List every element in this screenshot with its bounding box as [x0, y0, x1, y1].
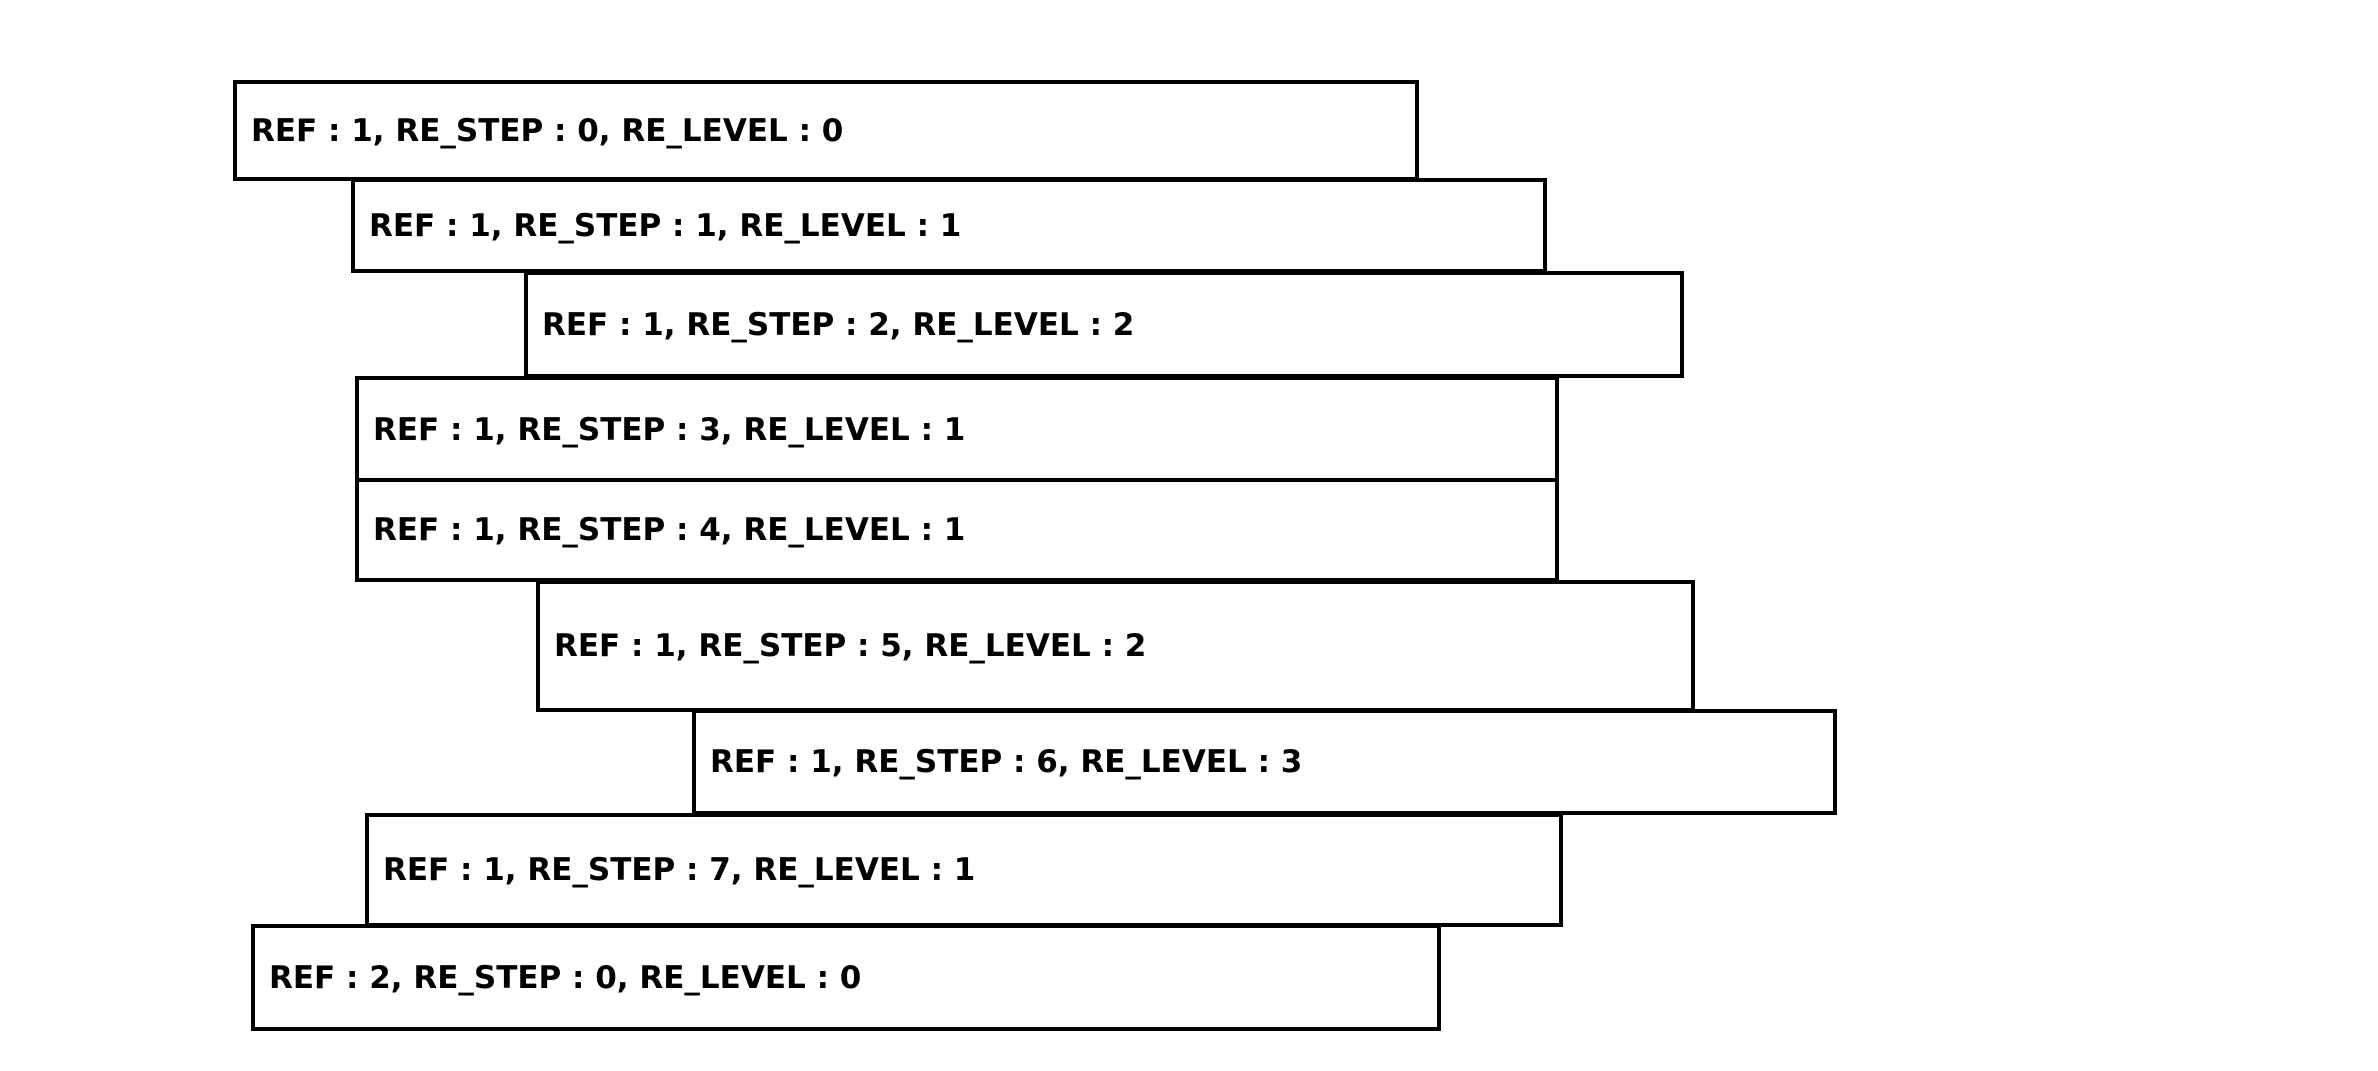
step-box-ref1-step6: REF : 1, RE_STEP : 6, RE_LEVEL : 3: [692, 709, 1837, 815]
step-box-ref1-step4: REF : 1, RE_STEP : 4, RE_LEVEL : 1: [355, 478, 1559, 582]
step-box-label: REF : 1, RE_STEP : 7, RE_LEVEL : 1: [383, 852, 976, 888]
step-box-label: REF : 1, RE_STEP : 2, RE_LEVEL : 2: [542, 306, 1135, 343]
step-box-label: REF : 1, RE_STEP : 1, RE_LEVEL : 1: [369, 207, 962, 244]
step-box-label: REF : 1, RE_STEP : 6, RE_LEVEL : 3: [710, 744, 1303, 780]
step-box-ref1-step3: REF : 1, RE_STEP : 3, RE_LEVEL : 1: [355, 376, 1559, 483]
step-box-label: REF : 1, RE_STEP : 5, RE_LEVEL : 2: [554, 628, 1147, 664]
step-box-label: REF : 1, RE_STEP : 0, RE_LEVEL : 0: [251, 112, 844, 149]
step-box-ref1-step1: REF : 1, RE_STEP : 1, RE_LEVEL : 1: [351, 178, 1547, 273]
step-box-label: REF : 2, RE_STEP : 0, RE_LEVEL : 0: [269, 959, 862, 996]
step-box-ref2-step0: REF : 2, RE_STEP : 0, RE_LEVEL : 0: [251, 924, 1441, 1031]
step-box-label: REF : 1, RE_STEP : 3, RE_LEVEL : 1: [373, 411, 966, 448]
step-box-ref1-step5: REF : 1, RE_STEP : 5, RE_LEVEL : 2: [536, 580, 1695, 712]
step-box-ref1-step7: REF : 1, RE_STEP : 7, RE_LEVEL : 1: [365, 813, 1563, 927]
step-box-ref1-step2: REF : 1, RE_STEP : 2, RE_LEVEL : 2: [524, 271, 1684, 378]
step-box-label: REF : 1, RE_STEP : 4, RE_LEVEL : 1: [373, 512, 966, 548]
step-box-ref1-step0: REF : 1, RE_STEP : 0, RE_LEVEL : 0: [233, 80, 1419, 181]
